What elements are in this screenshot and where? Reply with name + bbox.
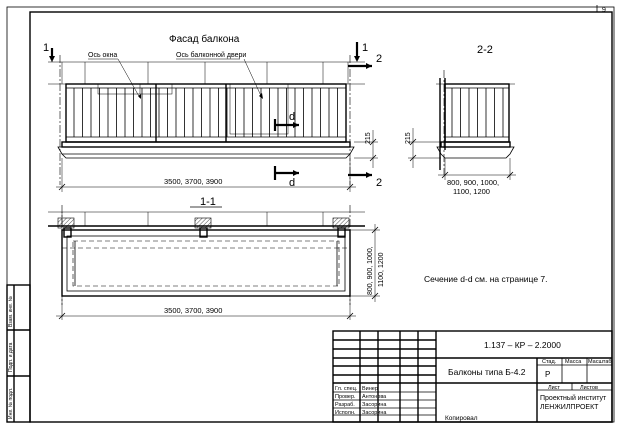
cut-d-bottom: d (273, 166, 299, 189)
sheet-number: 9 (602, 7, 606, 14)
cut-1-right: 1 (354, 42, 368, 62)
doc-code: 1.137 – КР – 2.2000 (484, 340, 561, 350)
plan-width-dim: 3500, 3700, 3900 (56, 296, 356, 320)
section-2-2: 2-2 215 (405, 44, 516, 196)
sheet-frame: 9 (6, 5, 615, 423)
section-depth-dim-line2: 1100, 1200 (453, 187, 490, 196)
door-axis-label: Ось балконной двери (176, 51, 246, 59)
plan-depth-dim-line2: 1100, 1200 (378, 252, 385, 287)
section-height-dim: 215 (405, 128, 441, 168)
facade-height-dim: 215 (354, 130, 378, 168)
cut-1-right-label: 1 (362, 42, 368, 54)
cut-d-top: d (273, 111, 299, 131)
org-line2: ЛЕНЖИЛПРОЕКТ (540, 404, 599, 411)
side-stamp: Инв. № подл. Подп. и дата Взам. инв. № (6, 284, 31, 423)
plan-1-1: 1-1 (48, 196, 385, 320)
section-slab (436, 141, 515, 159)
copied-label: Копировал (445, 415, 478, 422)
doc-name: Балконы типа Б-4.2 (448, 367, 526, 377)
side-stamp-col2: Подп. и дата (8, 342, 14, 372)
name-4: Засорина (362, 410, 387, 416)
side-stamp-col3: Взам. инв. № (8, 296, 14, 327)
role-3: Разраб. (335, 402, 355, 408)
facade-width-dim: 3500, 3700, 3900 (56, 158, 356, 192)
name-3: Засорина (362, 402, 387, 408)
facade-view: Фасад балкона 1 1 2 2 (43, 33, 382, 192)
facade-wall (48, 55, 365, 185)
plan-slab (61, 227, 351, 297)
cut-2-top-label: 2 (376, 53, 382, 65)
sheets-label: Листов (580, 385, 598, 391)
org-line1: Проектный институт (540, 394, 607, 402)
role-1: Гл. спец. (335, 386, 358, 392)
cut-2-bottom: 2 (348, 172, 382, 189)
plan-depth-dim: 800, 900, 1000, 1100, 1200 (350, 224, 385, 302)
title-block: 1.137 – КР – 2.2000 Балконы типа Б-4.2 С… (332, 330, 613, 423)
section-railing (444, 83, 510, 143)
section-depth-dim-line1: 800, 900, 1000, (447, 178, 499, 187)
cut-d-top-label: d (289, 111, 295, 123)
name-1: Винер (362, 386, 378, 392)
cut-2-top: 2 (348, 53, 382, 69)
plan-width-dim-text: 3500, 3700, 3900 (164, 306, 222, 315)
facade-title: Фасад балкона (169, 33, 240, 45)
section-note: Сечение d-d см. на странице 7. (424, 274, 548, 284)
facade-width-dim-text: 3500, 3700, 3900 (164, 177, 222, 186)
role-2: Провер. (335, 394, 356, 400)
section-depth-dim: 800, 900, 1000, 1100, 1200 (438, 158, 516, 196)
section-height-dim-text: 215 (405, 132, 412, 144)
stage-label: Стад. (542, 359, 557, 365)
plan-depth-dim-line1: 800, 900, 1000, (367, 246, 374, 295)
facade-height-dim-text: 215 (365, 132, 372, 144)
facade-slab (57, 141, 355, 159)
side-stamp-col1: Инв. № подл. (8, 388, 14, 419)
scale-label: Масштаб (588, 359, 612, 365)
section-2-2-title: 2-2 (477, 44, 493, 56)
stage-value: Р (545, 370, 550, 379)
cut-d-bottom-label: d (289, 177, 295, 189)
cut-1-left-label: 1 (43, 42, 49, 54)
plan-1-1-title: 1-1 (200, 196, 216, 208)
cut-1-left: 1 (43, 42, 55, 62)
sheet-label: Лист (548, 385, 560, 391)
mass-label: Масса (565, 359, 582, 365)
role-4: Исполн. (335, 410, 356, 416)
cut-2-bottom-label: 2 (376, 177, 382, 189)
name-2: Антонова (362, 394, 387, 400)
window-axis-label: Ось окна (88, 52, 117, 59)
facade-railing (65, 83, 347, 143)
